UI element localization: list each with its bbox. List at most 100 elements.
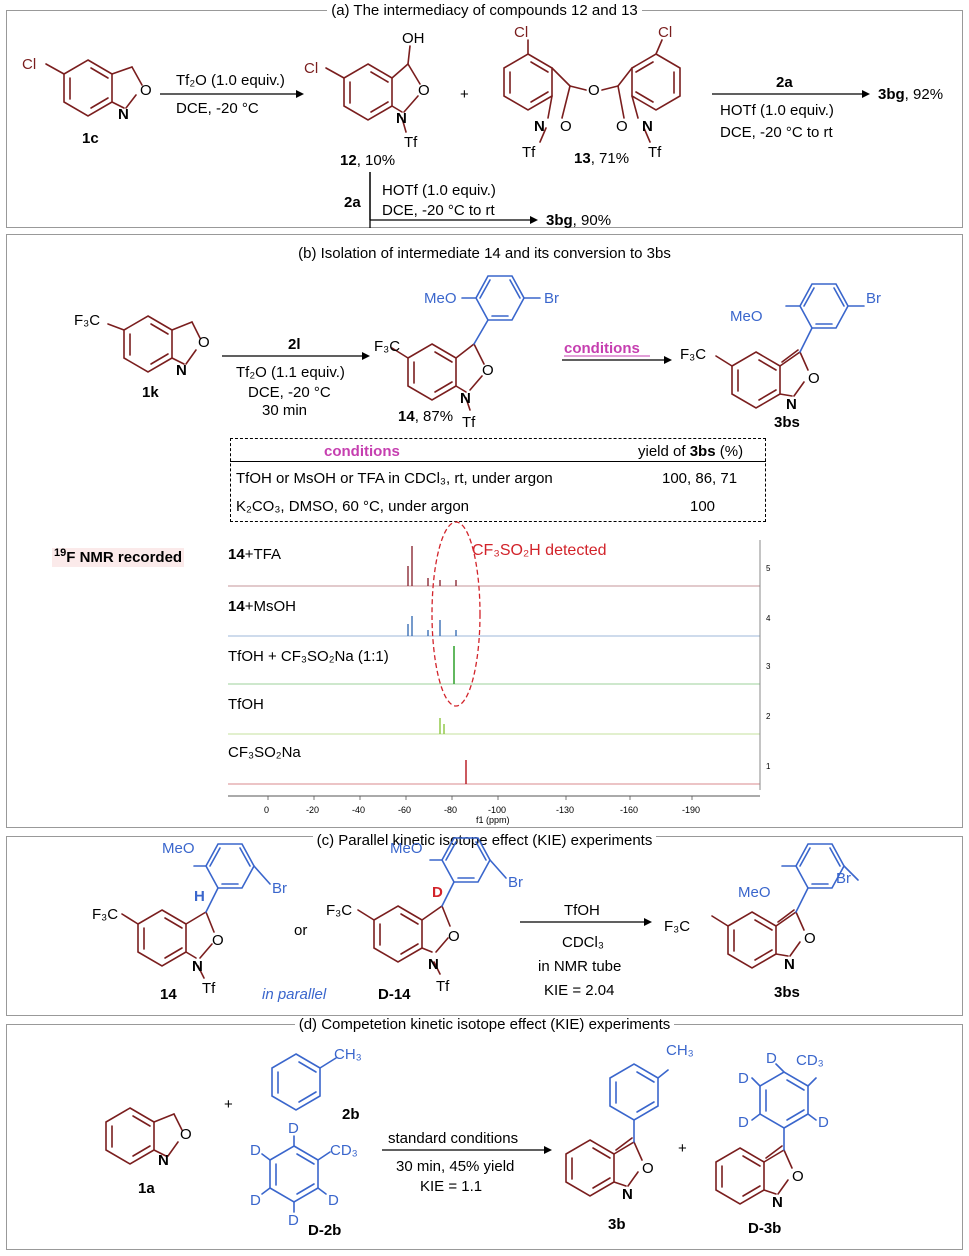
xtick-6: -130 <box>556 805 575 815</box>
atom-tf-12: Tf <box>404 134 418 151</box>
atom-n-13b: N <box>642 118 653 135</box>
atom-o-13a: O <box>560 118 572 135</box>
panel-b <box>6 234 963 828</box>
atom-o-13b: O <box>616 118 628 135</box>
reagent-b1-l2: DCE, -20 °C <box>248 384 331 401</box>
plus-d1: + <box>224 1096 233 1113</box>
reagent-a1-top: Tf₂O (1.0 equiv.) <box>176 72 285 89</box>
reagent-b2: conditions <box>564 340 640 357</box>
atom-f3c-c14: F₃C <box>92 906 119 923</box>
atom-n-c14: N <box>192 958 203 975</box>
molecule-12 <box>325 45 421 133</box>
trace-label-1: CF₃SO₂Na <box>228 744 301 761</box>
x-axis-label: f1 (ppm) <box>476 815 510 825</box>
label-d2b: D-2b <box>308 1222 342 1239</box>
atom-n-12: N <box>396 110 407 127</box>
atom-br-14: Br <box>544 290 559 307</box>
trace-index-1: 1 <box>766 762 771 771</box>
atom-tf-13b: Tf <box>648 144 662 161</box>
atom-meo-3bs-c: MeO <box>738 884 771 901</box>
atom-o-d3b: O <box>792 1168 804 1185</box>
atom-br-3bs-c: Br <box>836 870 851 887</box>
atom-f3c-3bs-c: F₃C <box>664 918 691 935</box>
reagent-b1-l3: 30 min <box>262 402 308 419</box>
atom-o-3b: O <box>642 1160 654 1177</box>
label-3bs-c: 3bs <box>774 984 800 1001</box>
label-14-c: 14 <box>160 986 177 1003</box>
arrow-a3 <box>369 172 538 224</box>
trace-index-2: 2 <box>766 712 771 721</box>
atom-ch3-3b: CH₃ <box>666 1042 694 1059</box>
nmr-label: 19F NMR recorded <box>52 547 185 567</box>
trace-label-2: TfOH <box>228 696 264 713</box>
label-3b: 3b <box>608 1216 626 1233</box>
conditions-table <box>230 438 766 522</box>
atom-n-3b: N <box>622 1186 633 1203</box>
atom-cd3-d2b: CD₃ <box>330 1142 358 1159</box>
atom-oh: OH <box>402 30 425 47</box>
panel-a-title: (a) The intermediacy of compounds 12 and… <box>0 2 969 19</box>
atom-o-12: O <box>418 82 430 99</box>
reagent-c-l3: KIE = 2.04 <box>544 982 615 999</box>
reagent-c-top: TfOH <box>564 902 600 919</box>
atom-d2b-1: D <box>288 1120 299 1137</box>
atom-tf-14: Tf <box>462 414 476 431</box>
table-row-2-cond: K₂CO₃, DMSO, 60 °C, under argon <box>236 498 470 515</box>
atom-cl: Cl <box>22 56 37 73</box>
reagent-c-l1: CDCl₃ <box>562 934 604 951</box>
trace-label-5: 14+TFA <box>228 546 281 563</box>
atom-n-d14: N <box>428 956 439 973</box>
atom-o-3bs: O <box>808 370 820 387</box>
xtick-1: -20 <box>306 805 320 815</box>
xtick-2: -40 <box>352 805 366 815</box>
atom-d2b-3: D <box>250 1192 261 1209</box>
table-rule <box>230 461 766 462</box>
table-row-1-cond: TfOH or MsOH or TFA in CDCl₃, rt, under … <box>236 470 553 487</box>
in-parallel-label: in parallel <box>262 986 327 1003</box>
plus-a: + <box>460 86 469 103</box>
atom-o-1a: O <box>180 1126 192 1143</box>
atom-d3b-3: D <box>738 1114 749 1131</box>
label-1c: 1c <box>82 130 99 147</box>
atom-n: N <box>118 106 129 123</box>
atom-br-d14: Br <box>508 874 523 891</box>
label-d3b: D-3b <box>748 1220 782 1237</box>
atom-f3c-d14: F₃C <box>326 902 353 919</box>
atom-n-d3b: N <box>772 1194 783 1211</box>
atom-tf-13a: Tf <box>522 144 536 161</box>
trace-index-5: 5 <box>766 564 771 573</box>
or-label: or <box>294 922 308 939</box>
atom-cl-13b: Cl <box>658 24 673 41</box>
atom-n-3bs-c: N <box>784 956 795 973</box>
reagent-b1-top: 2l <box>288 336 301 353</box>
panel-d-title: (d) Competetion kinetic isotope effect (… <box>0 1016 969 1033</box>
trace-label-4: 14+MsOH <box>228 598 296 615</box>
atom-d2b-2: D <box>250 1142 261 1159</box>
table-head-yield: yield of 3bs (%) <box>638 443 744 460</box>
label-d14: D-14 <box>378 986 411 1003</box>
atom-o-d14: O <box>448 928 460 945</box>
label-12: 12, 10% <box>340 152 396 169</box>
reagent-a3: 2a <box>344 194 361 211</box>
atom-meo-3bs: MeO <box>730 308 763 325</box>
atom-br-c14: Br <box>272 880 287 897</box>
table-row-1-yield: 100, 86, 71 <box>662 470 738 487</box>
atom-cd3-d3b: CD₃ <box>796 1052 824 1069</box>
atom-meo-d14: MeO <box>390 840 423 857</box>
xtick-8: -190 <box>682 805 701 815</box>
reagent-a3-mid: HOTf (1.0 equiv.) <box>382 182 496 199</box>
xtick-7: -160 <box>620 805 639 815</box>
atom-o: O <box>140 82 152 99</box>
nmr-detected: CF₃SO₂H detected <box>472 542 607 559</box>
reagent-d-l2: KIE = 1.1 <box>420 1178 483 1195</box>
label-13: 13, 71% <box>574 150 630 167</box>
atom-d3b-1: D <box>766 1050 777 1067</box>
